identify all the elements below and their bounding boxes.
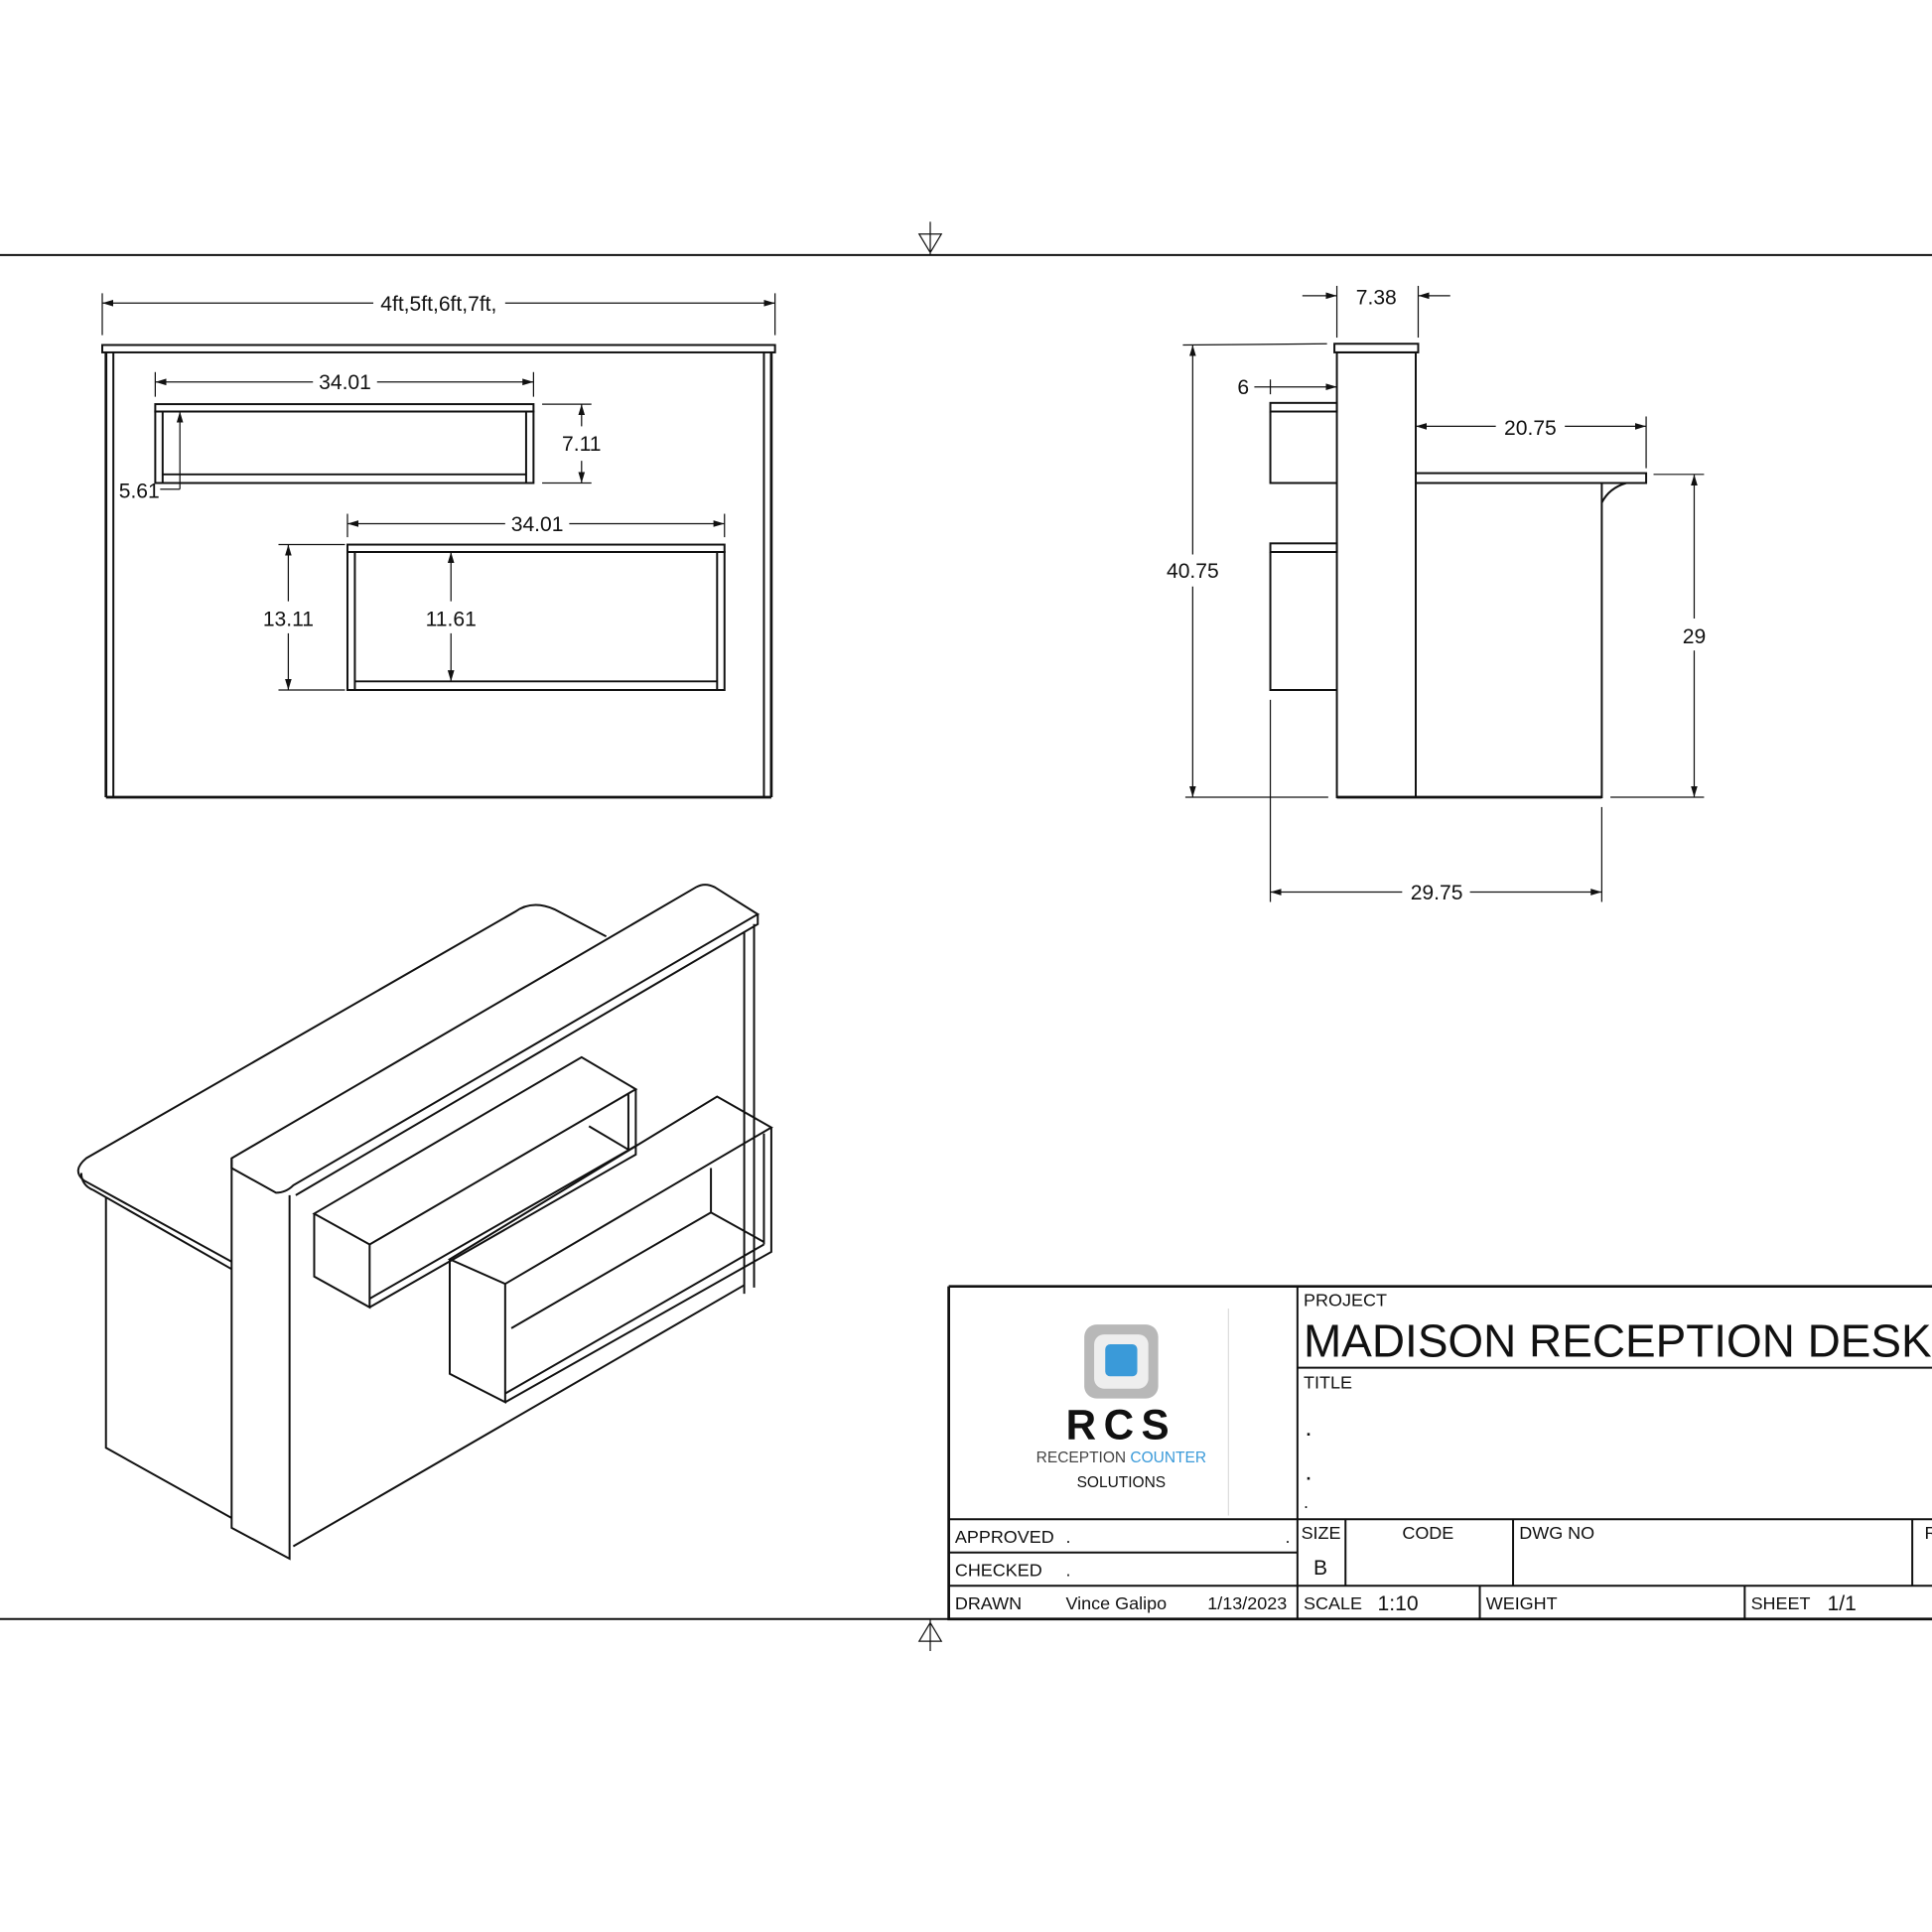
dimension-lower-shelf-width: 34.01 [346, 513, 726, 538]
dimension-upper-shelf-inner: 5.61 [119, 411, 184, 502]
svg-text:4ft,5ft,6ft,7ft,: 4ft,5ft,6ft,7ft, [380, 293, 496, 316]
svg-text:.: . [1304, 1492, 1309, 1512]
center-mark-bottom-icon [917, 1618, 943, 1652]
svg-text:SCALE: SCALE [1304, 1593, 1362, 1613]
front-view: 4ft,5ft,6ft,7ft, 34.01 7.11 5.61 34.01 [101, 293, 776, 799]
svg-text:6: 6 [1237, 376, 1249, 399]
iso-lower-shelf [447, 1095, 773, 1404]
svg-text:5.61: 5.61 [119, 480, 160, 502]
svg-text:B: B [1313, 1557, 1327, 1580]
dimension-total-height: 40.75 [1167, 343, 1328, 798]
dimension-lower-shelf-height: 13.11 [263, 543, 345, 691]
svg-text:APPROVED: APPROVED [955, 1527, 1054, 1547]
dimension-shelf-offset: 6 [1237, 376, 1337, 399]
upper-shelf [154, 403, 535, 484]
dimension-upper-shelf-width: 34.01 [154, 371, 535, 397]
svg-text:40.75: 40.75 [1167, 560, 1219, 583]
svg-text:SIZE: SIZE [1302, 1523, 1341, 1543]
svg-text:20.75: 20.75 [1504, 417, 1557, 440]
svg-text:7.11: 7.11 [562, 433, 601, 456]
svg-text:RECEPTION COUNTER: RECEPTION COUNTER [1036, 1449, 1206, 1466]
isometric-view [76, 884, 773, 1561]
svg-text:TITLE: TITLE [1304, 1373, 1352, 1393]
iso-upper-shelf [312, 1055, 638, 1310]
company-logo: RCS RECEPTION COUNTER SOLUTIONS [1036, 1324, 1206, 1491]
svg-text:.: . [1066, 1527, 1071, 1547]
logo-square-icon [1105, 1344, 1138, 1377]
svg-text:1/1: 1/1 [1828, 1592, 1857, 1615]
svg-text:.: . [1307, 1464, 1311, 1484]
svg-text:CODE: CODE [1402, 1523, 1453, 1543]
dimension-lower-shelf-inner: 11.61 [426, 552, 477, 682]
lower-shelf [345, 543, 726, 691]
drawn-by: Vince Galipo [1066, 1593, 1168, 1613]
svg-text:SOLUTIONS: SOLUTIONS [1077, 1474, 1167, 1491]
svg-text:R: R [1925, 1523, 1932, 1543]
project-name: MADISON RECEPTION DESK [1304, 1314, 1932, 1366]
dimension-upper-shelf-height: 7.11 [542, 403, 602, 484]
svg-text:.: . [1285, 1527, 1290, 1547]
svg-text:DRAWN: DRAWN [955, 1593, 1022, 1613]
svg-text:29.75: 29.75 [1411, 882, 1463, 904]
dimension-panel-depth: 7.38 [1302, 285, 1450, 339]
svg-text:13.11: 13.11 [263, 608, 314, 630]
svg-text:SHEET: SHEET [1751, 1593, 1811, 1613]
svg-text:7.38: 7.38 [1356, 287, 1397, 310]
svg-text:.: . [1066, 1560, 1071, 1580]
svg-text:.: . [1307, 1420, 1311, 1440]
drawn-date: 1/13/2023 [1207, 1593, 1287, 1613]
svg-text:RCS: RCS [1066, 1402, 1176, 1449]
title-block: RCS RECEPTION COUNTER SOLUTIONS PROJECT … [947, 1285, 1932, 1621]
svg-text:WEIGHT: WEIGHT [1486, 1593, 1558, 1613]
dimension-counter-depth: 20.75 [1415, 416, 1647, 469]
svg-text:PROJECT: PROJECT [1304, 1291, 1387, 1311]
svg-text:11.61: 11.61 [426, 608, 477, 630]
svg-text:29: 29 [1683, 625, 1706, 648]
svg-text:34.01: 34.01 [319, 371, 371, 394]
dimension-overall-width: 4ft,5ft,6ft,7ft, [101, 293, 776, 336]
svg-text:DWG NO: DWG NO [1519, 1523, 1594, 1543]
svg-text:34.01: 34.01 [511, 513, 564, 536]
side-view: 7.38 6 20.75 40.75 29 [1167, 285, 1706, 904]
center-mark-top-icon [917, 221, 943, 255]
dimension-base-depth: 29.75 [1269, 699, 1603, 904]
dimension-counter-height: 29 [1610, 474, 1706, 798]
svg-text:CHECKED: CHECKED [955, 1560, 1042, 1580]
svg-text:1:10: 1:10 [1378, 1592, 1419, 1615]
